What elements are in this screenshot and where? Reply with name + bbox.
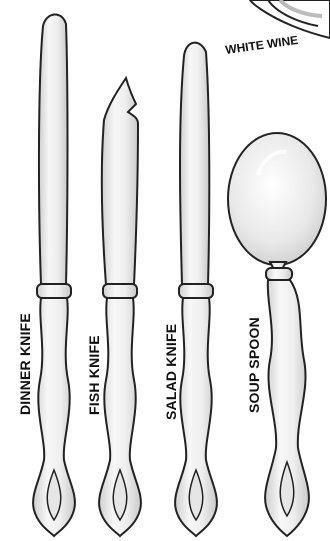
white-wine-glass: WHITE WINE [224, 0, 330, 57]
dinner-knife-label: DINNER KNIFE [17, 313, 33, 415]
fish-knife: FISH KNIFE [86, 78, 141, 536]
fish-knife-label: FISH KNIFE [86, 335, 102, 415]
dinner-knife: DINNER KNIFE [17, 14, 75, 536]
white-wine-label: WHITE WINE [224, 33, 299, 57]
soup-spoon: SOUP SPOON [228, 133, 326, 536]
salad-knife: SALAD KNIFE [163, 43, 217, 536]
soup-spoon-label: SOUP SPOON [246, 317, 262, 413]
salad-knife-label: SALAD KNIFE [163, 324, 179, 420]
